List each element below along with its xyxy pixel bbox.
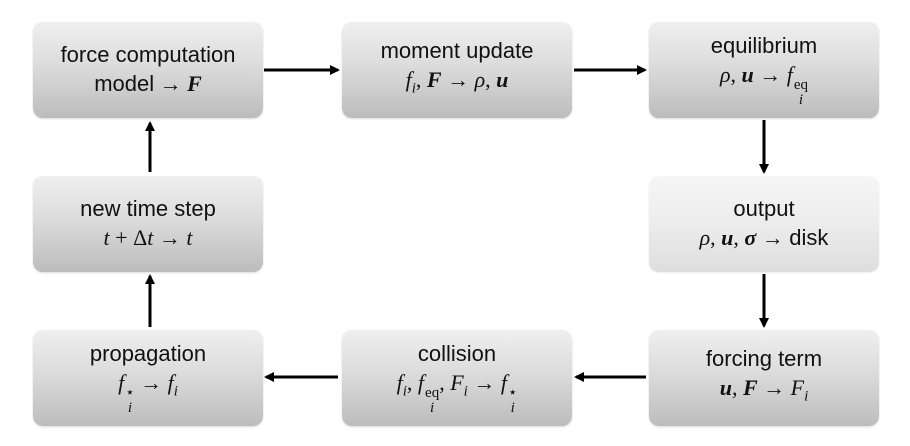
box-title: equilibrium xyxy=(710,33,818,58)
box-formula: model → F xyxy=(94,71,202,96)
box-title: collision xyxy=(417,341,497,366)
box-formula: ρ, u, σ → disk xyxy=(699,225,829,250)
box-title: force computation xyxy=(60,42,236,67)
box-force-computation: force computation model → F xyxy=(33,22,263,118)
box-formula: u, F → Fi xyxy=(719,374,809,405)
box-title: forcing term xyxy=(705,345,823,371)
box-propagation: propagation f⋆i → fi xyxy=(33,330,263,426)
box-output: output ρ, u, σ → disk xyxy=(649,176,879,272)
box-formula: t + Δt → t xyxy=(103,225,193,250)
box-formula: f⋆i → fi xyxy=(118,370,178,416)
box-title: propagation xyxy=(89,341,207,366)
box-forcing-term: forcing term u, F → Fi xyxy=(649,330,879,426)
box-new-time-step: new time step t + Δt → t xyxy=(33,176,263,272)
box-title: new time step xyxy=(80,196,216,221)
box-title: output xyxy=(733,196,795,221)
box-title: moment update xyxy=(380,37,534,63)
box-moment-update: moment update fi, F → ρ, u xyxy=(342,22,572,118)
box-formula: fi, F → ρ, u xyxy=(405,66,509,97)
